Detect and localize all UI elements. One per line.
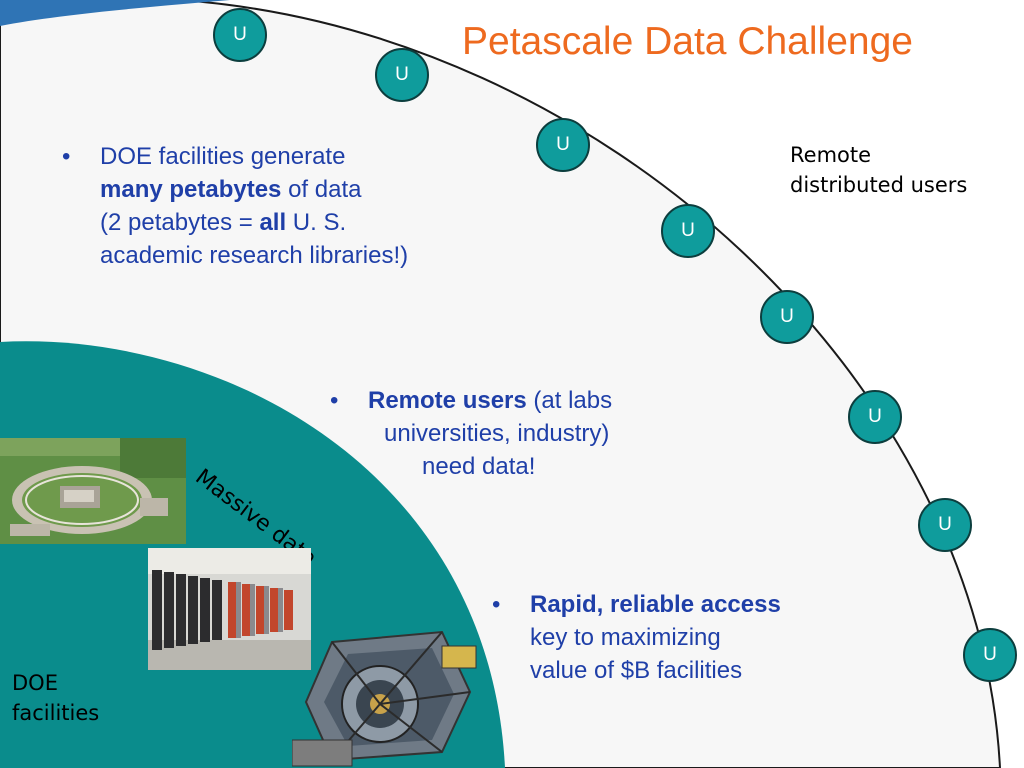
bullet3-line3: value of $B facilities <box>530 657 743 684</box>
doe-facilities-label: DOE facilities <box>12 671 100 725</box>
user-node: U <box>375 48 429 102</box>
user-node: U <box>918 498 972 552</box>
bullet-marker: • <box>330 387 339 414</box>
facility-aerial-photo <box>0 438 186 544</box>
bullet-marker: • <box>62 143 71 170</box>
user-node: U <box>213 8 267 62</box>
bullet1-line2: many petabytes of data <box>100 176 362 203</box>
bullet3-line1: Rapid, reliable access <box>530 591 781 618</box>
bullet1-line4: academic research libraries!) <box>100 242 409 269</box>
bullet2-line1: Remote users (at labs <box>368 387 613 414</box>
remote-users-label: Remote distributed users <box>790 143 968 197</box>
bullet1-emphasis: many petabytes <box>100 176 282 203</box>
bullet-marker: • <box>492 591 501 618</box>
user-node: U <box>848 390 902 444</box>
bullet3-line2: key to maximizing <box>530 624 721 651</box>
supercomputer-photo <box>148 548 311 670</box>
bullet1-line1: DOE facilities generate <box>100 143 346 170</box>
bullet-doe-facilities: • DOE facilities generate many petabytes… <box>62 140 409 272</box>
slide-title: Petascale Data Challenge <box>462 20 913 63</box>
user-node: U <box>760 290 814 344</box>
bullet-remote-users: • Remote users (at labs universities, in… <box>330 384 613 483</box>
bullet2-line2: universities, industry) <box>384 420 610 447</box>
user-node: U <box>661 204 715 258</box>
user-node: U <box>536 118 590 172</box>
bullet2-line3: need data! <box>422 453 536 480</box>
top-accent-swoosh <box>0 0 230 26</box>
particle-detector-image <box>292 630 477 767</box>
bullet1-line3: (2 petabytes = all U. S. <box>100 209 347 236</box>
user-node: U <box>963 628 1017 682</box>
bullet-rapid-access: • Rapid, reliable access key to maximizi… <box>492 588 781 687</box>
